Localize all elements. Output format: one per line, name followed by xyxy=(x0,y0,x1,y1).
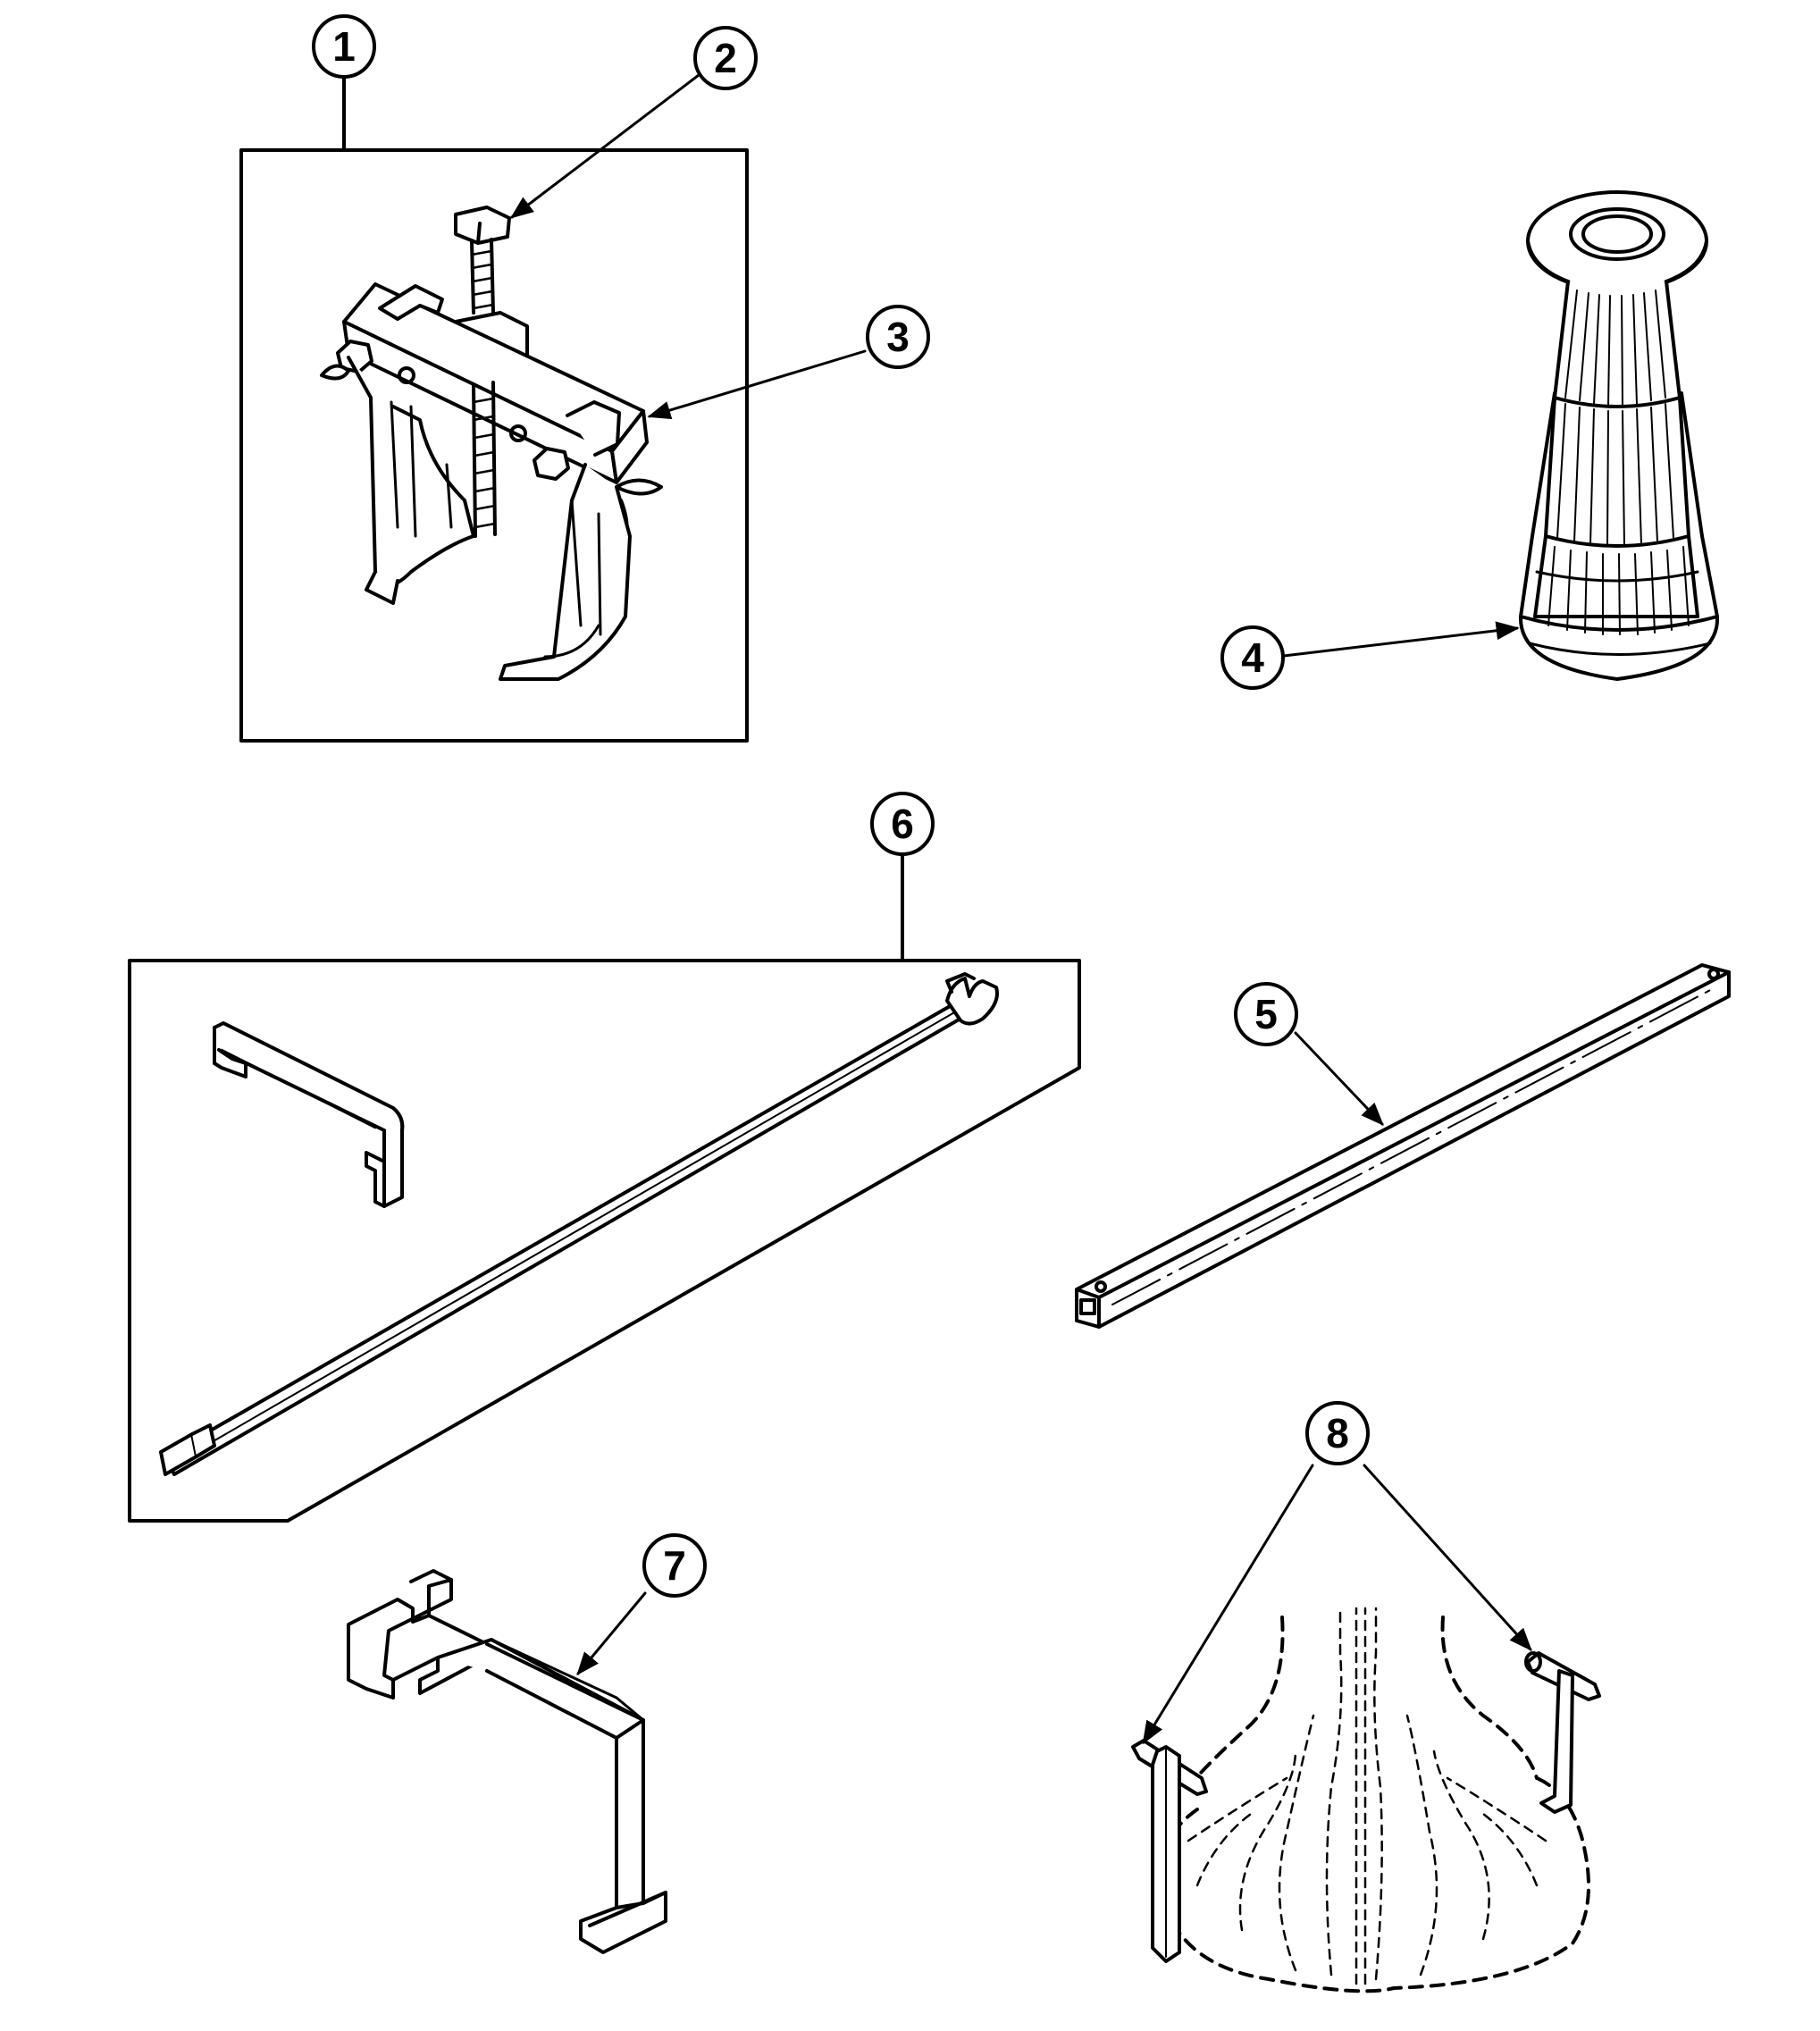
callout-3-label: 3 xyxy=(886,314,910,360)
long-rod-wrench xyxy=(159,972,999,1476)
leader-lines xyxy=(509,73,1532,1745)
callout-6: 6 xyxy=(870,792,935,856)
callout-2-label: 2 xyxy=(714,35,737,81)
callout-2: 2 xyxy=(693,26,758,90)
callout-8: 8 xyxy=(1305,1401,1370,1465)
spanner-plate xyxy=(213,1021,405,1208)
wrench-kit-group xyxy=(128,852,1081,1523)
callout-3: 3 xyxy=(866,305,930,369)
callout-1-label: 1 xyxy=(332,23,356,70)
callout-1: 1 xyxy=(312,14,376,79)
tub-outline-dashed xyxy=(1158,1607,1590,1993)
bracket xyxy=(347,1569,667,1954)
callout-4: 4 xyxy=(1220,625,1285,690)
callout-7-label: 7 xyxy=(663,1542,686,1589)
tub-pin-right xyxy=(1524,1651,1601,1814)
puller-tool xyxy=(320,206,663,681)
callout-7: 7 xyxy=(642,1533,707,1598)
filter-cone xyxy=(1518,190,1720,681)
callout-6-label: 6 xyxy=(891,801,914,847)
callout-5: 5 xyxy=(1234,982,1298,1046)
callout-8-label: 8 xyxy=(1326,1410,1349,1456)
puller-kit-group xyxy=(239,71,749,743)
square-bar xyxy=(1075,963,1731,1329)
callout-5-label: 5 xyxy=(1254,991,1278,1037)
tub-pin-left xyxy=(1131,1739,1208,1963)
callout-4-label: 4 xyxy=(1241,634,1264,681)
